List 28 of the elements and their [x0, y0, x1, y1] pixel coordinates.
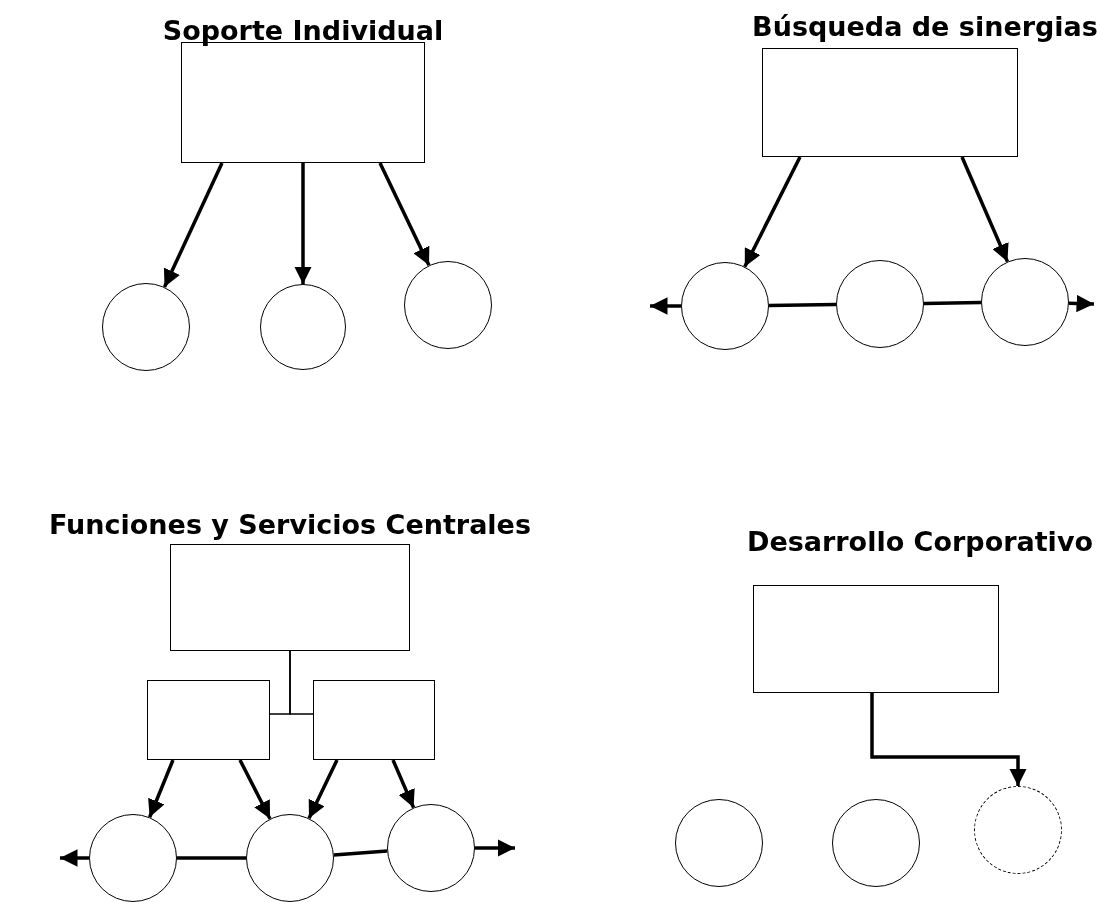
arrow: [294, 163, 312, 284]
arrow: [743, 156, 802, 268]
empty-box: [753, 585, 999, 693]
arrow: [1068, 294, 1095, 313]
arrow: [391, 759, 416, 809]
arrow: [870, 693, 1027, 786]
empty-box: [762, 48, 1018, 157]
panel-title: Búsqueda de sinergias: [752, 12, 1097, 42]
panel-title: Soporte Individual: [162, 16, 444, 46]
arrow: [162, 162, 224, 288]
connector-line: [923, 300, 982, 306]
connector-line: [333, 849, 388, 857]
connector-line: [177, 856, 246, 860]
empty-box: [313, 680, 435, 760]
empty-box: [147, 680, 270, 760]
arrow: [378, 162, 431, 267]
arrow: [238, 759, 272, 820]
arrow: [960, 156, 1010, 263]
arrow: [475, 839, 515, 857]
panel-title: Funciones y Servicios Centrales: [49, 510, 531, 540]
arrow: [148, 759, 175, 818]
empty-box: [170, 544, 410, 651]
connector-line: [768, 302, 837, 308]
connector-line: [289, 650, 314, 715]
panel-title: Desarrollo Corporativo: [746, 527, 1094, 557]
arrow: [60, 849, 89, 867]
arrow: [650, 297, 681, 315]
arrow: [307, 759, 339, 820]
